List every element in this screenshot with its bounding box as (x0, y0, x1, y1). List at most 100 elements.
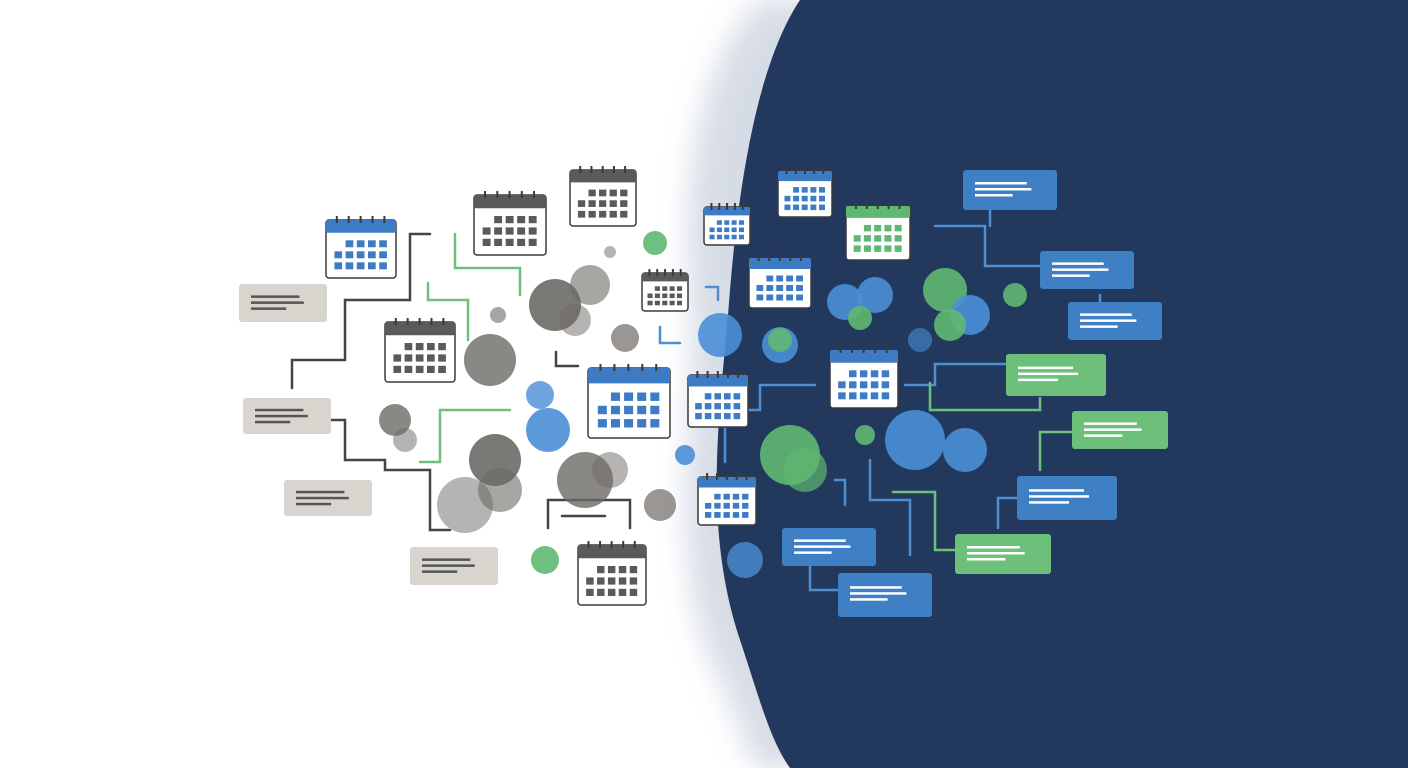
calendar-day-cell (629, 588, 638, 596)
calendar-day-cell (607, 566, 616, 574)
calendar-day-cell (427, 365, 435, 373)
calendar-icon (687, 371, 749, 428)
calendar-day-cell (676, 293, 683, 299)
calendar-day-cell (801, 195, 808, 202)
calendar-day-cell (368, 251, 376, 259)
text-line-placeholder (1052, 268, 1109, 271)
calendar-day-cell (859, 370, 868, 378)
calendar-day-cell (716, 220, 722, 225)
calendar-day-cell (714, 512, 721, 518)
calendar-header (846, 206, 910, 218)
text-line-placeholder (296, 490, 345, 494)
text-line-placeholder (967, 552, 1025, 555)
calendar-day-cell (637, 419, 647, 428)
calendar-day-cell (723, 512, 730, 518)
calendar-day-cell (609, 210, 617, 218)
connector-line (1038, 430, 1074, 472)
text-card (838, 573, 932, 617)
calendar-ring (347, 216, 350, 223)
calendar-ring (785, 167, 788, 174)
text-line-placeholder (975, 194, 1013, 197)
calendar-day-cell (695, 412, 702, 420)
calendar-icon (641, 269, 689, 312)
calendar-ring (839, 346, 842, 353)
calendar-ring (359, 216, 362, 223)
text-line-placeholder (1080, 325, 1118, 328)
calendar-day-cell (356, 251, 365, 259)
text-cards (239, 170, 1168, 617)
calendar-day-cell (793, 187, 800, 193)
calendar-day-cell (505, 216, 514, 224)
calendar-day-cell (624, 392, 634, 401)
calendar-ring (371, 216, 374, 223)
calendar-ring (854, 202, 857, 209)
blob-shape (1003, 283, 1027, 307)
calendar-day-cell (517, 227, 526, 235)
calendar-day-cell (724, 227, 730, 233)
calendar-day-cell (756, 285, 764, 291)
text-line-placeholder (794, 545, 851, 548)
calendar-day-cell (482, 227, 491, 235)
calendar-ring (737, 371, 740, 378)
calendar-day-cell (776, 285, 784, 291)
calendar-day-cell (618, 566, 627, 574)
calendar-day-cell (517, 238, 526, 246)
calendar-ring (610, 541, 613, 548)
blob-shape (848, 306, 872, 330)
calendar-ring (587, 541, 590, 548)
calendar-ring (648, 269, 651, 276)
calendar-day-cell (647, 300, 653, 306)
blob-shape (592, 452, 628, 488)
calendar-day-cell (618, 588, 627, 596)
calendar-ring (335, 216, 338, 223)
text-card (1068, 302, 1162, 340)
calendar-header (749, 258, 811, 269)
calendar-day-cell (624, 419, 634, 428)
calendar-day-cell (716, 227, 722, 233)
text-card (1072, 411, 1168, 449)
text-line-placeholder (296, 502, 332, 506)
calendar-day-cell (637, 392, 647, 401)
calendar-day-cell (714, 393, 721, 400)
calendar-day-cell (732, 493, 740, 500)
calendar-day-cell (610, 392, 620, 401)
calendar-day-cell (859, 381, 868, 389)
calendar-day-cell (647, 293, 653, 299)
calendar-day-cell (863, 224, 871, 232)
calendar-day-cell (786, 285, 794, 291)
calendar-day-cell (853, 235, 861, 242)
calendar-day-cell (607, 577, 616, 585)
text-line-placeholder (1080, 319, 1137, 322)
calendar-day-cell (884, 245, 892, 252)
calendar-day-cell (723, 502, 730, 509)
calendar-ring (799, 254, 802, 261)
calendar-day-cell (588, 189, 596, 197)
calendar-header (698, 477, 756, 488)
calendar-day-cell (610, 419, 620, 428)
blob-shape (464, 334, 516, 386)
text-line-placeholder (1084, 434, 1123, 437)
calendar-day-cell (731, 234, 737, 240)
calendar-day-cell (356, 240, 365, 248)
calendar-day-cell (709, 227, 715, 233)
calendar-header (326, 220, 396, 233)
calendars (325, 166, 911, 606)
calendar-day-cell (345, 240, 354, 248)
calendar-day-cell (669, 293, 675, 299)
calendar-icon (845, 202, 911, 261)
blob-shape (570, 265, 610, 305)
text-card (1006, 354, 1106, 396)
blob-shape (531, 546, 559, 574)
calendar-day-cell (849, 381, 857, 389)
text-line-placeholder (1018, 372, 1078, 376)
calendar-ring (579, 166, 582, 173)
calendar-day-cell (884, 235, 892, 242)
calendar-day-cell (415, 365, 424, 373)
calendar-icon (703, 203, 751, 246)
calendar-day-cell (894, 224, 902, 232)
calendar-icon (587, 364, 671, 439)
calendar-day-cell (709, 234, 715, 240)
calendar-day-cell (704, 403, 712, 410)
calendar-day-cell (786, 294, 794, 301)
calendar-day-cell (810, 187, 817, 193)
